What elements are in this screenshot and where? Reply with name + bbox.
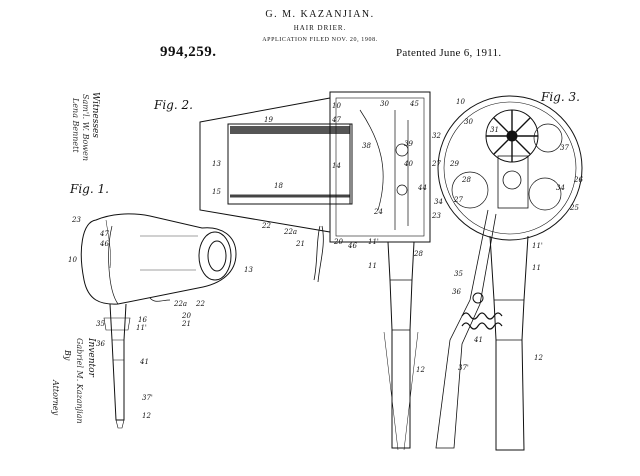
svg-text:36: 36 — [96, 340, 105, 348]
svg-text:31: 31 — [490, 126, 499, 134]
invention-title: HAIR DRIER. — [293, 24, 347, 32]
svg-text:22a: 22a — [173, 300, 187, 308]
svg-text:10: 10 — [68, 256, 77, 264]
svg-text:21: 21 — [181, 320, 191, 328]
svg-text:14: 14 — [332, 162, 341, 170]
svg-text:12: 12 — [534, 354, 543, 362]
figure-3-drawing — [435, 95, 583, 451]
svg-text:32: 32 — [432, 132, 441, 140]
svg-text:19: 19 — [264, 116, 273, 124]
svg-text:41: 41 — [139, 358, 149, 366]
svg-text:47: 47 — [331, 116, 341, 124]
svg-text:28: 28 — [413, 250, 423, 258]
svg-text:26: 26 — [573, 176, 583, 184]
figure-1-label: Fig. 1. — [70, 182, 109, 196]
svg-text:15: 15 — [212, 188, 221, 196]
svg-text:45: 45 — [409, 100, 419, 108]
svg-text:35: 35 — [96, 320, 105, 328]
svg-text:12: 12 — [416, 366, 425, 374]
svg-text:39: 39 — [404, 140, 413, 148]
svg-text:37: 37 — [560, 144, 569, 152]
figure-1-drawing — [80, 213, 237, 429]
svg-text:13: 13 — [212, 160, 221, 168]
figure-2-drawing — [199, 91, 431, 451]
svg-text:11: 11 — [368, 262, 377, 270]
filing-date: APPLICATION FILED NOV. 20, 1908. — [262, 37, 378, 43]
svg-text:22a: 22a — [283, 228, 297, 236]
svg-text:20: 20 — [181, 312, 191, 320]
svg-text:11': 11' — [532, 242, 543, 250]
svg-text:40: 40 — [403, 160, 413, 168]
svg-text:10: 10 — [332, 102, 341, 110]
svg-text:35: 35 — [454, 270, 463, 278]
patent-number: 994,259. — [160, 44, 217, 60]
svg-text:30: 30 — [380, 100, 389, 108]
svg-text:22: 22 — [195, 300, 205, 308]
svg-text:38: 38 — [362, 142, 371, 150]
svg-text:25: 25 — [569, 204, 579, 212]
svg-text:11': 11' — [136, 324, 147, 332]
svg-text:20: 20 — [333, 238, 343, 246]
svg-text:22: 22 — [261, 222, 271, 230]
svg-text:13: 13 — [244, 266, 253, 274]
figure-2-label: Fig. 2. — [154, 98, 193, 112]
svg-text:12: 12 — [142, 412, 151, 420]
svg-text:29: 29 — [449, 160, 459, 168]
svg-text:18: 18 — [274, 182, 283, 190]
svg-text:36: 36 — [452, 288, 461, 296]
svg-text:37': 37' — [142, 394, 153, 402]
svg-text:46: 46 — [99, 240, 109, 248]
svg-text:34: 34 — [434, 198, 443, 206]
svg-text:24: 24 — [373, 208, 383, 216]
reference-numerals: 23 47 46 10 13 22a 22 20 21 35 16 11' 36… — [68, 98, 583, 420]
svg-text:28: 28 — [461, 176, 471, 184]
svg-text:21: 21 — [295, 240, 305, 248]
svg-text:47: 47 — [99, 230, 109, 238]
svg-text:44: 44 — [417, 184, 427, 192]
svg-text:34: 34 — [556, 184, 565, 192]
svg-text:30: 30 — [464, 118, 473, 126]
svg-text:37': 37' — [458, 364, 469, 372]
svg-text:23: 23 — [431, 212, 441, 220]
svg-text:11': 11' — [368, 238, 379, 246]
inventor-name: G. M. KAZANJIAN. — [265, 9, 375, 20]
svg-text:11: 11 — [532, 264, 541, 272]
svg-text:27: 27 — [431, 160, 441, 168]
svg-text:16: 16 — [138, 316, 147, 324]
patent-date: Patented June 6, 1911. — [396, 47, 502, 59]
svg-text:23: 23 — [71, 216, 81, 224]
svg-text:41: 41 — [473, 336, 483, 344]
svg-text:10: 10 — [456, 98, 465, 106]
figure-3-label: Fig. 3. — [541, 90, 580, 104]
svg-text:46: 46 — [347, 242, 357, 250]
svg-text:27: 27 — [453, 196, 463, 204]
